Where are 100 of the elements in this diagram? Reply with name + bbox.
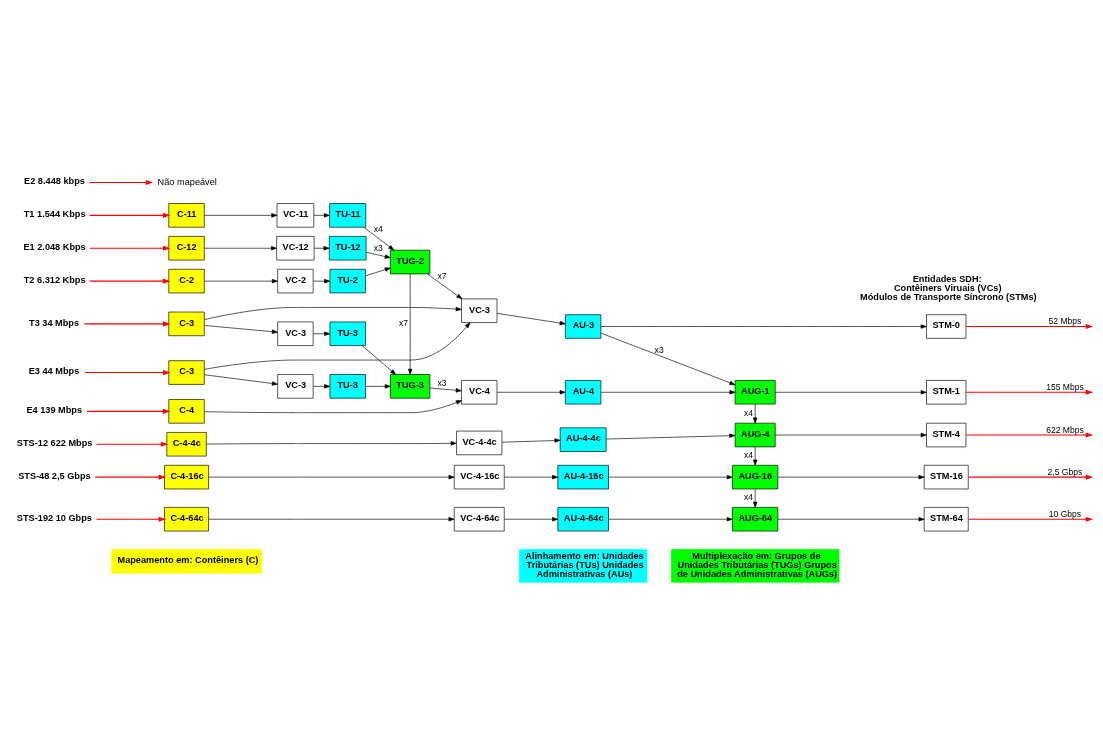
arrow <box>94 474 166 480</box>
arrow <box>204 213 278 218</box>
arrow <box>605 433 736 440</box>
edge-label: 52 Mbps <box>1048 316 1082 327</box>
arrow <box>204 306 462 320</box>
node-text: Não mapeável <box>157 176 217 187</box>
arrow <box>366 252 391 259</box>
arrow <box>777 474 925 480</box>
arrow <box>408 273 413 375</box>
arrow <box>504 474 559 480</box>
node-box: AU-4-16c <box>557 464 609 490</box>
arrow <box>204 278 278 284</box>
node-box: VC-4-4c <box>456 430 503 456</box>
node-box: C-2 <box>168 268 205 294</box>
node-text: E2 8.448 kbps <box>24 176 85 187</box>
arrow <box>968 516 1094 522</box>
arrow <box>313 278 331 284</box>
arrow <box>365 384 391 389</box>
arrow <box>204 374 278 386</box>
edge-label: x3 <box>373 243 383 254</box>
arrow <box>774 432 927 438</box>
legend-label: Multiplexação em: Grupos de Unidades Tributárias (TUGs) Grupos de Unidades Administrativas (AUGs) <box>677 550 838 580</box>
arrow <box>429 387 462 393</box>
node-box: C-4 <box>168 399 205 424</box>
node-box: STM-64 <box>923 507 969 532</box>
arrow <box>777 517 925 522</box>
node-box: STM-4 <box>926 422 967 448</box>
arrow <box>89 278 171 284</box>
node-box: C-3 <box>168 360 205 385</box>
node-text: STS-192 10 Gbps <box>16 513 92 523</box>
arrow <box>608 517 733 522</box>
legend-label: Mapeamento em: Contêiners (C) <box>117 555 259 566</box>
node-text: E4 139 Mbps <box>26 405 83 416</box>
arrow <box>89 212 171 218</box>
node-box: AU-4 <box>565 380 602 405</box>
node-box: VC-3 <box>277 321 314 346</box>
edge-label: x7 <box>399 318 409 329</box>
node-box: AU-4-64c <box>557 507 609 532</box>
arrow <box>774 390 927 395</box>
node-box: VC-3 <box>461 298 498 323</box>
arrow <box>313 213 330 218</box>
node-text: T3 34 Mbps <box>29 317 80 328</box>
node-box: AU-3 <box>565 314 602 339</box>
arrow <box>427 273 463 300</box>
arrow <box>89 245 171 251</box>
node-box: TU-2 <box>329 268 366 294</box>
node-box: AUG-16 <box>732 464 779 490</box>
node-box: VC-3 <box>277 374 314 399</box>
arrow <box>608 474 733 480</box>
edge-label: 155 Mbps <box>1046 381 1084 392</box>
edge-label: 622 Mbps <box>1046 424 1084 435</box>
arrow <box>84 369 171 376</box>
node-box: VC-12 <box>276 236 315 261</box>
arrow <box>504 517 559 522</box>
arrow <box>600 390 736 395</box>
arrow <box>496 390 566 395</box>
arrow <box>363 227 395 251</box>
node-box: C-4-4c <box>166 432 207 457</box>
arrow <box>206 441 457 446</box>
legend-label: Alinhamento em: Unidades Tributárias (TUs) Unidades Administrativas (AUs) <box>525 550 644 580</box>
edge-label: x4 <box>744 492 754 503</box>
arrow <box>965 432 1094 438</box>
node-box: C-4-64c <box>164 507 209 532</box>
arrow <box>753 488 758 508</box>
arrow <box>365 267 391 277</box>
edge-label: x4 <box>373 224 383 235</box>
node-box: TU-3 <box>329 374 366 399</box>
node-box: VC-4 <box>461 380 498 405</box>
node-box: TU-12 <box>328 236 367 261</box>
node-text: T1 1.544 Kbps <box>23 209 86 220</box>
edge-label: x7 <box>437 271 447 282</box>
label: Módulos de Transporte Síncrono (STMs) <box>860 292 1037 303</box>
arrow <box>361 345 397 375</box>
node-box: C-12 <box>168 236 205 261</box>
label: Contêiners Viruais (VCs) <box>893 283 1002 294</box>
node-box: AUG-1 <box>734 380 776 405</box>
arrow <box>313 384 331 389</box>
node-box: STM-0 <box>926 314 967 339</box>
edge-label: 10 Gbps <box>1048 508 1082 519</box>
arrow <box>88 179 154 186</box>
edge-label: x4 <box>744 450 754 461</box>
label: Entidades SDH: <box>912 273 982 284</box>
node-box: STM-1 <box>926 380 967 405</box>
arrow <box>496 313 566 326</box>
arrow <box>313 331 331 336</box>
node-box: TUG-2 <box>390 249 431 275</box>
node-box: STM-16 <box>923 464 969 490</box>
node-box: TU-3 <box>329 321 366 346</box>
node-text: E1 2.048 Kbps <box>23 242 86 253</box>
node-box: AUG-64 <box>732 507 779 532</box>
edge-label: x4 <box>744 407 754 418</box>
node-box: TU-11 <box>329 203 367 228</box>
node-box: AU-4-4c <box>559 427 607 452</box>
node-box: C-3 <box>168 311 205 337</box>
arrow <box>204 400 462 413</box>
node-box: VC-2 <box>277 268 314 294</box>
arrow <box>96 441 169 447</box>
arrow <box>204 246 277 251</box>
arrow <box>968 474 1094 480</box>
node-box: TUG-3 <box>390 374 431 399</box>
